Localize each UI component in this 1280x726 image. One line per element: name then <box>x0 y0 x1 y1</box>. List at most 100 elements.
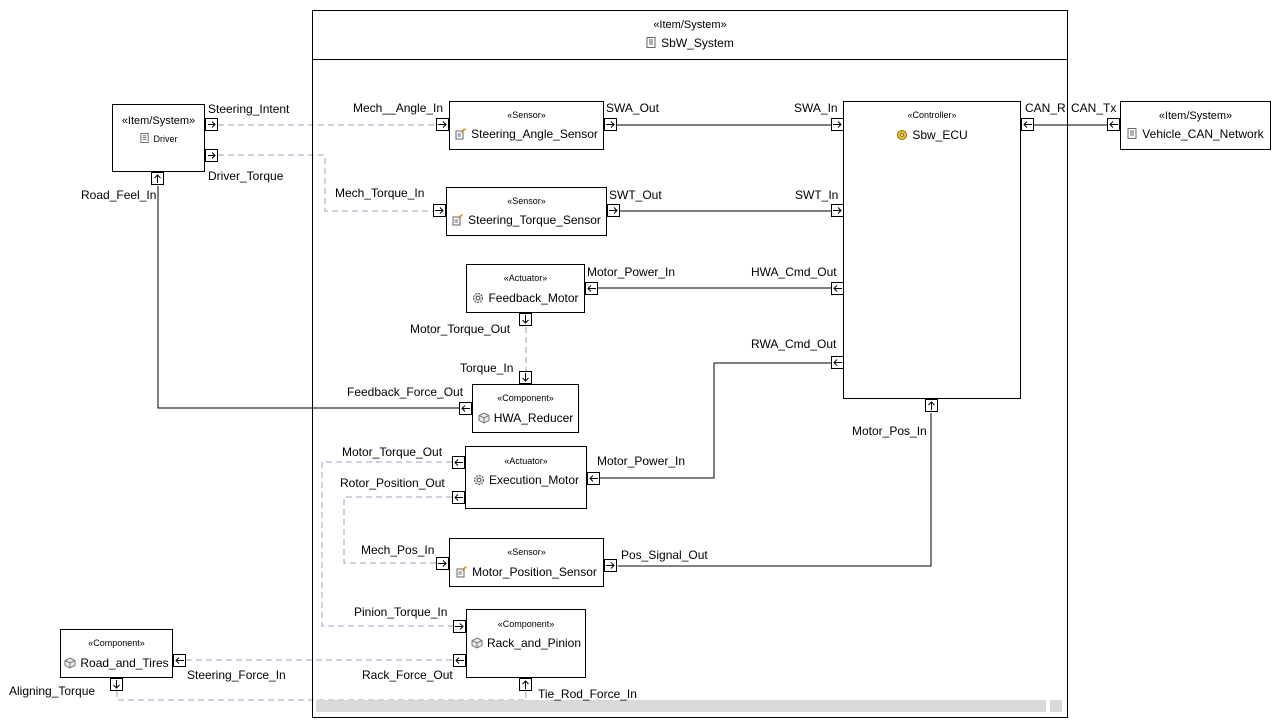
cube-icon <box>64 657 76 672</box>
feedback-motor-stereotype: «Actuator» <box>503 273 548 283</box>
system-name: SbW_System <box>661 36 734 50</box>
sensor-icon <box>455 128 467 143</box>
swt-in-label: SWT_In <box>795 188 839 202</box>
swa-out-port[interactable] <box>604 118 617 131</box>
rwa-cmd-out-label: RWA_Cmd_Out <box>751 337 837 351</box>
road-feel-in-port[interactable] <box>151 172 164 185</box>
gear-icon <box>473 474 485 489</box>
horizontal-scrollbar[interactable] <box>316 700 1046 712</box>
cube-icon <box>478 412 490 427</box>
mech-torque-in-label: Mech_Torque_In <box>335 186 425 200</box>
fb-motor-torque-out-label: Motor_Torque_Out <box>410 322 511 336</box>
fb-motor-power-in-label: Motor_Power_In <box>587 265 676 279</box>
document-icon <box>1127 128 1138 143</box>
swa-in-label: SWA_In <box>794 101 838 115</box>
road-and-tires-block[interactable]: «Component» Road_and_Tires <box>60 629 173 678</box>
swa-sensor-stereotype: «Sensor» <box>507 110 546 120</box>
aligning-torque-port[interactable] <box>110 678 123 691</box>
motor-pos-in-label: Motor_Pos_In <box>852 424 927 438</box>
steering-intent-label: Steering_Intent <box>208 102 290 116</box>
execution-motor-stereotype: «Actuator» <box>504 456 548 466</box>
pos-signal-out-port[interactable] <box>604 559 617 572</box>
tie-rod-force-in-label: Tie_Rod_Force_In <box>538 687 637 701</box>
hwa-reducer-stereotype: «Component» <box>497 393 554 403</box>
rotor-position-out-label: Rotor_Position_Out <box>340 476 445 490</box>
feedback-motor-block[interactable]: «Actuator» Feedback_Motor <box>466 264 585 313</box>
mech-pos-in-label: Mech_Pos_In <box>361 543 435 557</box>
system-header: «Item/System» SbW_System <box>313 11 1067 60</box>
execution-motor-block[interactable]: «Actuator» Execution_Motor <box>465 446 587 509</box>
hwa-reducer-name: HWA_Reducer <box>473 411 578 427</box>
hwa-cmd-out-label: HWA_Cmd_Out <box>751 265 837 279</box>
motor-pos-sensor-stereotype: «Sensor» <box>507 547 546 557</box>
swt-in-port[interactable] <box>831 204 844 217</box>
cube-icon <box>471 637 483 652</box>
rack-pinion-stereotype: «Component» <box>497 619 555 629</box>
vehicle-can-stereotype: «Item/System» <box>1158 110 1233 122</box>
mech-angle-in-port[interactable] <box>436 118 449 131</box>
torque-in-label: Torque_In <box>460 361 514 375</box>
vehicle-can-name: Vehicle_CAN_Network <box>1121 127 1270 143</box>
fb-motor-power-in-port[interactable] <box>585 282 598 295</box>
swa-in-port[interactable] <box>831 118 844 131</box>
ecu-name: Sbw_ECU <box>844 128 1020 144</box>
rwa-cmd-out-port[interactable] <box>831 356 844 369</box>
ex-motor-torque-out-port[interactable] <box>452 456 465 469</box>
driver-block[interactable]: «Item/System» Driver <box>112 104 205 172</box>
sensor-icon <box>456 566 468 581</box>
gear-icon <box>472 292 484 307</box>
tie-rod-force-in-port[interactable] <box>519 678 532 691</box>
can-tx-port[interactable] <box>1107 118 1120 131</box>
execution-motor-name: Execution_Motor <box>466 473 586 489</box>
steering-angle-sensor-block[interactable]: «Sensor» Steering_Angle_Sensor <box>449 101 604 150</box>
mech-angle-in-label: Mech__Angle_In <box>353 101 444 115</box>
rack-pinion-name: Rack_and_Pinion <box>467 636 585 652</box>
can-rx-port[interactable] <box>1021 118 1034 131</box>
sensor-icon <box>452 214 464 229</box>
can-tx-label: CAN_Tx <box>1071 101 1117 115</box>
hwa-reducer-block[interactable]: «Component» HWA_Reducer <box>472 384 579 433</box>
swt-out-port[interactable] <box>607 204 620 217</box>
rotor-position-out-port[interactable] <box>452 491 465 504</box>
pinion-torque-in-port[interactable] <box>453 620 466 633</box>
steering-torque-sensor-block[interactable]: «Sensor» Steering_Torque_Sensor <box>446 187 607 236</box>
scrollbar-corner[interactable] <box>1050 700 1062 712</box>
ex-motor-torque-out-label: Motor_Torque_Out <box>342 445 443 459</box>
ex-motor-power-in-port[interactable] <box>587 472 600 485</box>
sbw-ecu-block[interactable]: «Controller» Sbw_ECU <box>843 101 1021 399</box>
rack-and-pinion-block[interactable]: «Component» Rack_and_Pinion <box>466 609 586 678</box>
ecu-stereotype: «Controller» <box>907 110 957 120</box>
steering-force-in-label: Steering_Force_In <box>187 668 286 682</box>
fb-motor-torque-out-port[interactable] <box>519 313 532 326</box>
system-frame[interactable]: «Item/System» SbW_System <box>312 10 1068 718</box>
torque-in-port[interactable] <box>519 371 532 384</box>
motor-pos-sensor-name: Motor_Position_Sensor <box>450 565 603 581</box>
can-rx-label: CAN_R <box>1025 101 1066 115</box>
motor-position-sensor-block[interactable]: «Sensor» Motor_Position_Sensor <box>449 538 604 587</box>
driver-torque-port[interactable] <box>205 149 218 162</box>
driver-name: Driver <box>113 133 204 146</box>
swt-sensor-name: Steering_Torque_Sensor <box>447 213 606 229</box>
road-tires-name: Road_and_Tires <box>61 656 172 672</box>
feedback-motor-name: Feedback_Motor <box>467 291 584 307</box>
ex-motor-power-in-label: Motor_Power_In <box>597 454 686 468</box>
system-title: SbW_System <box>313 36 1067 52</box>
mech-torque-in-port[interactable] <box>433 204 446 217</box>
swt-sensor-stereotype: «Sensor» <box>507 196 546 206</box>
controller-icon <box>896 129 908 144</box>
steering-force-in-port[interactable] <box>173 654 186 667</box>
system-stereotype: «Item/System» <box>653 19 727 31</box>
vehicle-can-network-block[interactable]: «Item/System» Vehicle_CAN_Network <box>1120 101 1271 150</box>
rack-force-out-label: Rack_Force_Out <box>362 668 453 682</box>
feedback-force-out-port[interactable] <box>459 402 472 415</box>
motor-pos-in-port[interactable] <box>925 399 938 412</box>
steering-intent-port[interactable] <box>205 118 218 131</box>
hwa-cmd-out-port[interactable] <box>831 282 844 295</box>
mech-pos-in-port[interactable] <box>436 557 449 570</box>
pinion-torque-in-label: Pinion_Torque_In <box>354 605 448 619</box>
document-icon <box>139 133 150 146</box>
driver-torque-label: Driver_Torque <box>208 169 284 183</box>
swa-sensor-name: Steering_Angle_Sensor <box>450 127 603 143</box>
rack-force-out-port[interactable] <box>453 654 466 667</box>
